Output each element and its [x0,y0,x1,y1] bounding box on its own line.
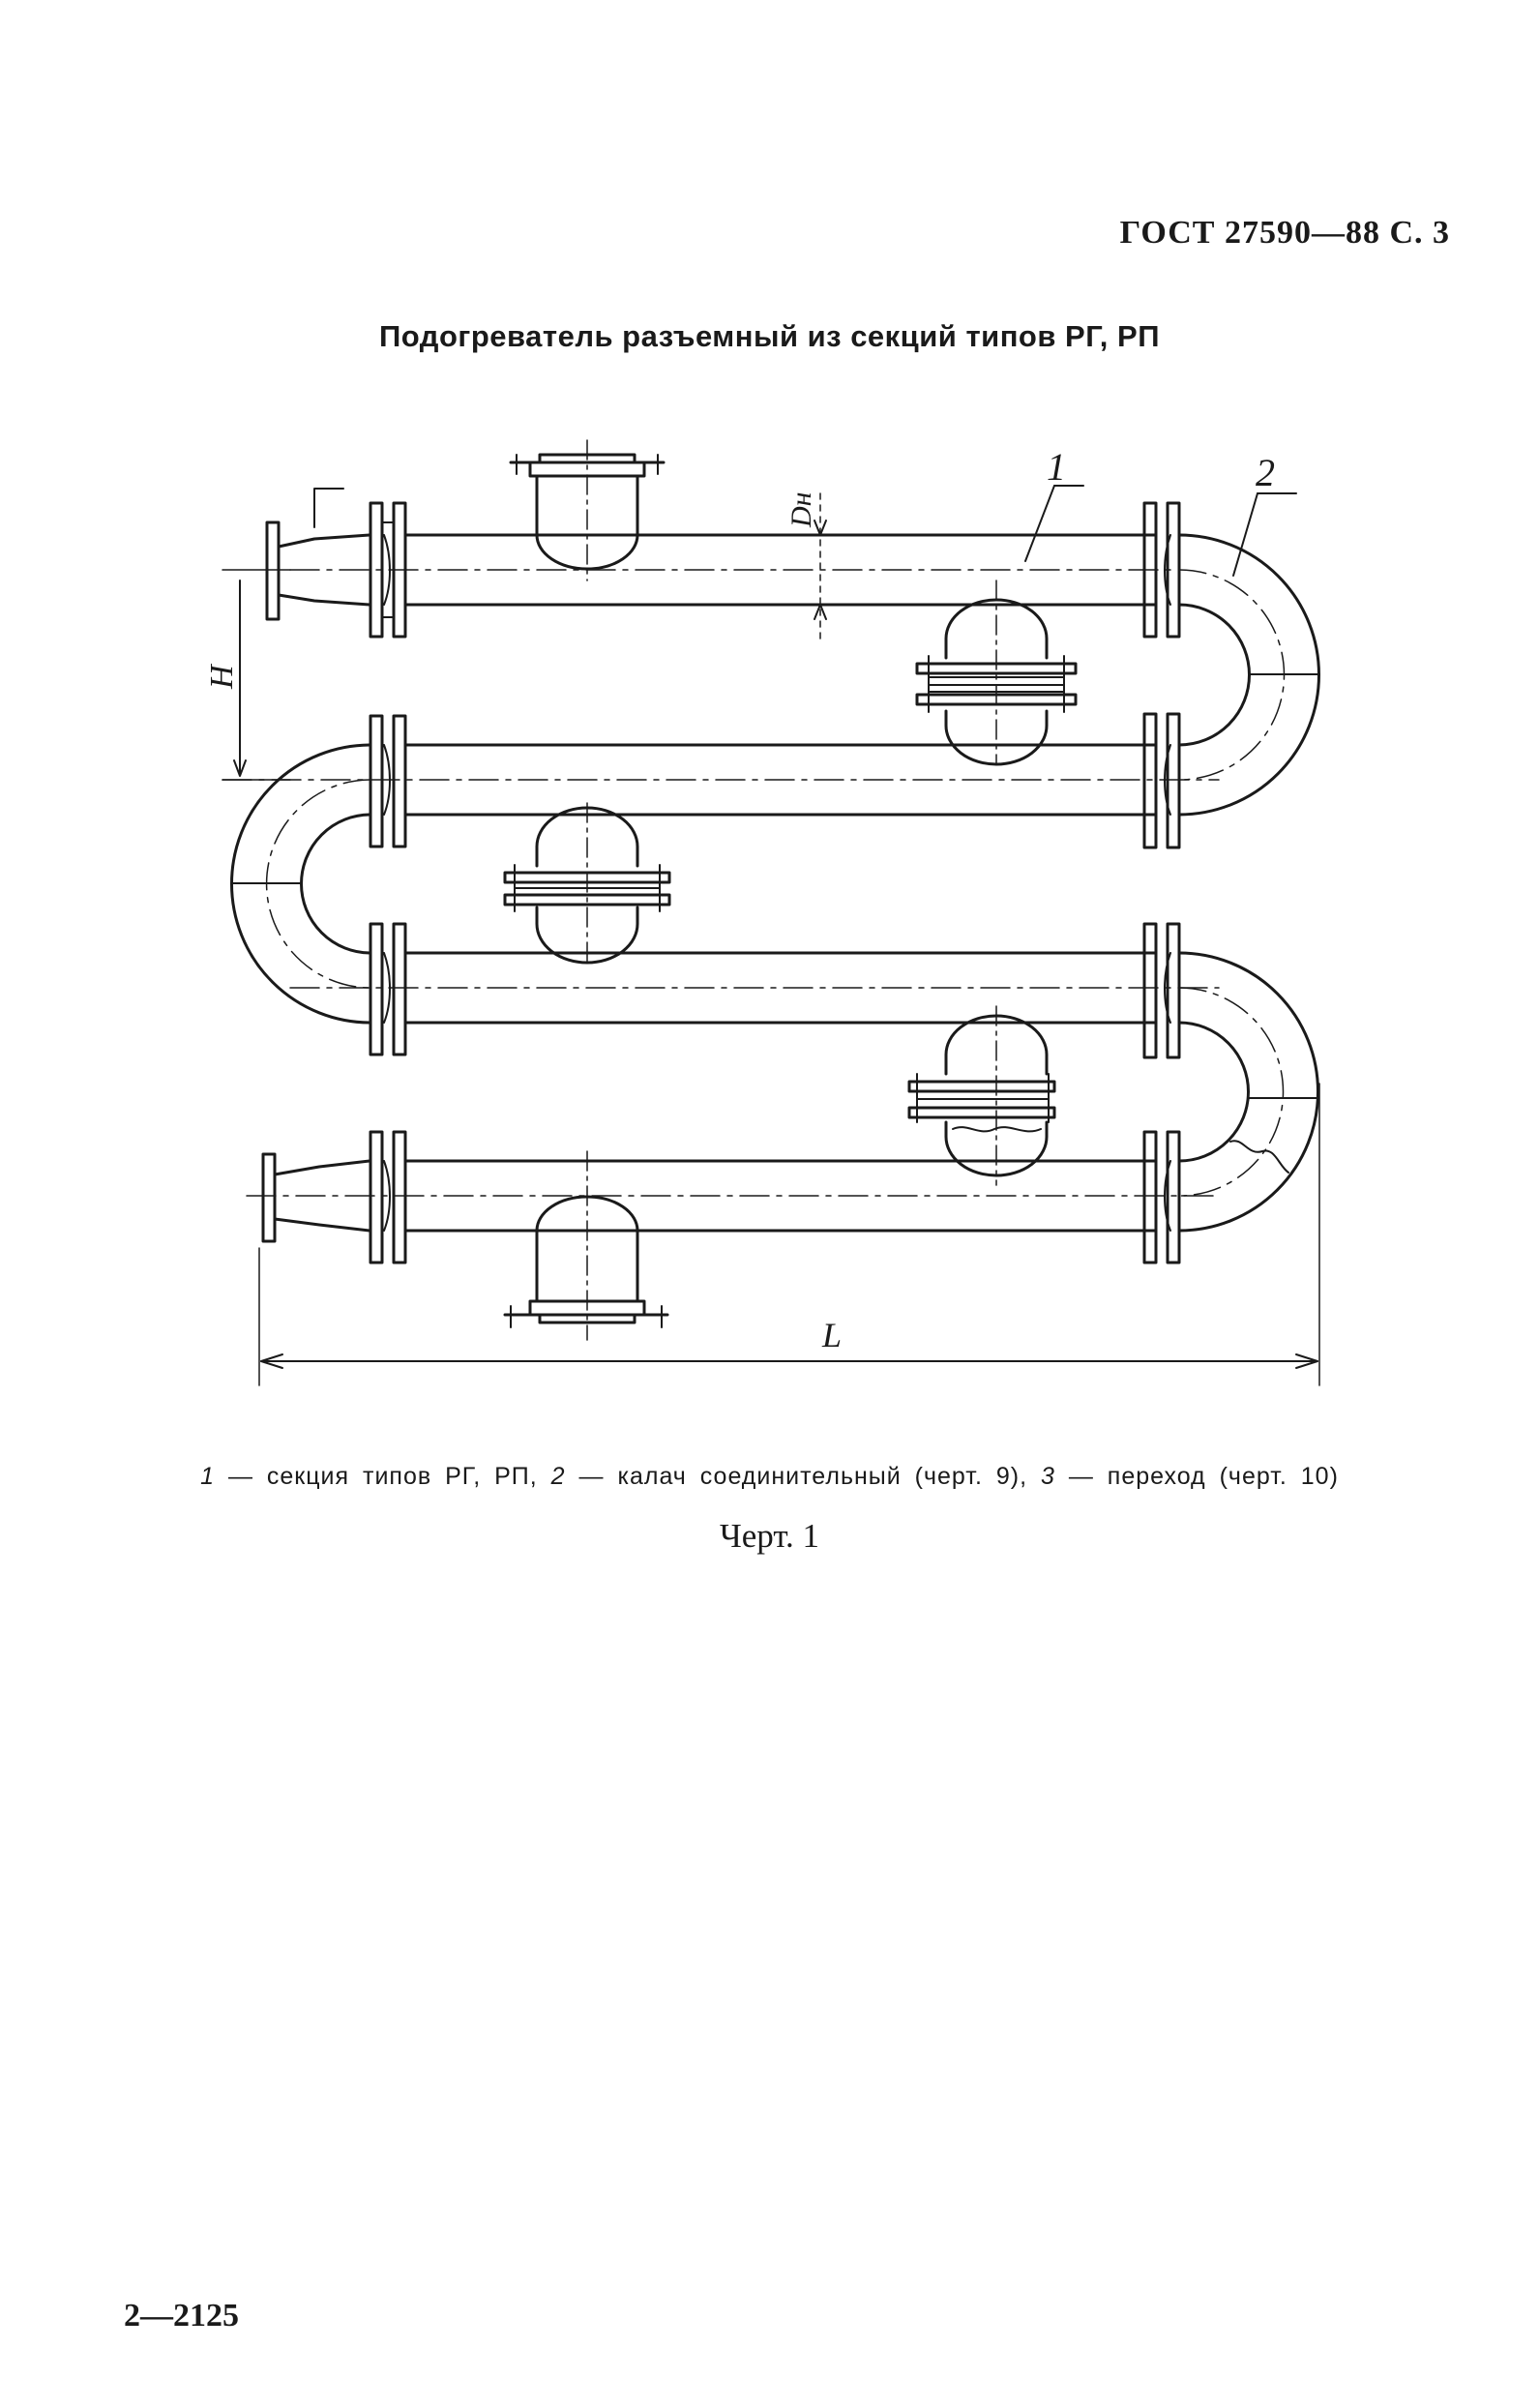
pipe-row-4 [246,1159,1220,1233]
u-bend-right-top [1177,533,1320,817]
dimension-h: H [204,569,291,781]
figure-label: Черт. 1 [720,1517,819,1555]
connector-rows-2-3 [503,802,671,968]
dimension-l: L [258,1083,1320,1386]
inlet-transition [265,488,371,621]
flange-left-row-3 [369,922,407,1056]
flange-right-row-3 [1142,922,1181,1059]
nozzle-top-row-1 [509,439,666,581]
pipe-row-2 [222,743,1220,817]
legend-caption: 1 — секция типов РГ, РП, 2 — калач соеди… [0,1463,1539,1491]
legend-num-1: 1 [200,1463,215,1490]
page-folio: 2—2125 [124,2298,239,2334]
u-bend-right-bottom [1177,951,1319,1233]
flange-right-row-4 [1142,1130,1181,1264]
legend-text-3: — переход (черт. 10) [1054,1463,1339,1490]
legend-num-2: 2 [550,1463,566,1490]
connector-rows-1-2 [915,580,1078,766]
flange-left-row-4 [369,1130,407,1264]
dimension-dn: Dн [785,491,827,639]
pipe-row-1 [289,533,1171,607]
callout-part-1: 1 [1024,445,1084,562]
callout-part-2: 2 [1232,451,1297,577]
legend-text-2: — калач соединительный (черт. 9), [565,1463,1041,1490]
pipe-row-3 [289,951,1220,1025]
flange-left-row-2 [369,714,407,848]
legend-text-1: — секция типов РГ, РП, [215,1463,551,1490]
flange-left-row-1 [369,501,407,639]
heater-drawing: H Dн L 1 2 [204,439,1320,1386]
dim-h-label: H [204,663,240,690]
flange-right-row-2 [1142,712,1181,849]
legend-num-3: 3 [1040,1463,1055,1490]
nozzle-bottom-row-4 [503,1150,669,1341]
outlet-transition [261,1152,371,1243]
document-header: ГОСТ 27590—88 С. 3 [1119,215,1450,251]
u-bend-left [230,743,372,1025]
callout-1-label: 1 [1047,445,1066,489]
drawing-title: Подогреватель разъемный из секций типов … [379,319,1160,353]
dim-dn-label: Dн [785,491,817,528]
connector-rows-3-4 [907,1005,1056,1186]
callout-2-label: 2 [1256,451,1275,494]
dim-l-label: L [821,1316,842,1354]
